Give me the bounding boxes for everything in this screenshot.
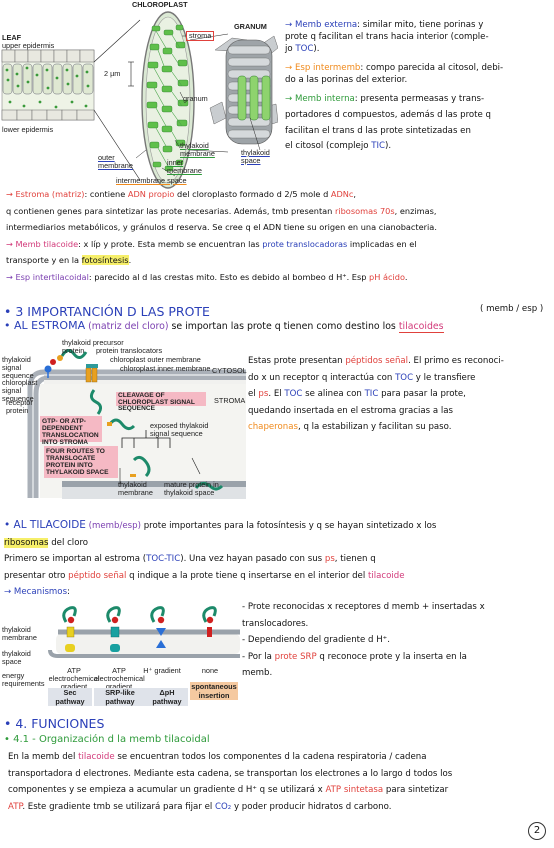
four-routes-label: FOUR ROUTES TO TRANSLOCATE PROTEIN INTO …: [46, 448, 109, 476]
notes-membranes: → Memb externa: similar mito, tiene pori…: [285, 20, 553, 153]
outer-membrane-label: outer membrane: [98, 153, 133, 170]
note-line: ribosomas del cloro: [4, 537, 89, 548]
note-line: do x un receptor q interactúa con TOC y …: [248, 372, 476, 383]
leaf-label: LEAF: [2, 33, 22, 42]
figure-chloroplast: CHLOROPLAST LEAF upper epidermis lower e…: [0, 0, 278, 190]
page-number: 2: [528, 822, 546, 840]
energy-p3: H⁺ gradient: [143, 666, 181, 675]
note-line: - Por la prote SRP q reconoce prote y la…: [242, 651, 467, 662]
stroma-label: STROMA: [214, 396, 246, 405]
note-line: En la memb del tilacoide se encuentran t…: [8, 752, 427, 762]
outer-membrane-label: chloroplast outer membrane: [110, 355, 201, 364]
energy-p1: ATP electrochemical gradient: [48, 666, 100, 691]
note-line: - Prote reconocidas x receptores d memb …: [242, 602, 485, 612]
protein-import-diagram: [27, 349, 246, 499]
figure-pathways: thylakoid membrane thylakoid space energ…: [0, 600, 240, 706]
gtp-label: GTP- OR ATP-DEPENDENT TRANSLOCATION INTO…: [42, 418, 99, 446]
note-line: intermediarios metabólicos, y gránulos d…: [6, 222, 437, 233]
note-line: quedando insertada en el estroma gracias…: [248, 405, 453, 416]
note-line: componentes y se empieza a acumular un g…: [8, 785, 449, 796]
note-line: → Esp intertilacoidal: parecido al d las…: [6, 271, 408, 282]
notes-stroma: → Estroma (matriz): contiene ADN propio …: [6, 189, 552, 284]
note-line: Estas prote presentan péptidos señal. El…: [248, 356, 504, 366]
thylakoid-space-label: thylakoid space: [241, 148, 270, 165]
subsection-estroma: • AL ESTROMA (matriz del cloro) se impor…: [4, 319, 444, 333]
chloroplast-diagram: [1, 11, 278, 189]
energy-requirements-label: energy requirements: [2, 671, 45, 688]
pathways-diagram: [48, 606, 240, 658]
note-line: → Memb externa: similar mito, tiene pori…: [285, 20, 484, 30]
stroma-label: stroma: [186, 31, 215, 41]
note-line: presentar otro péptido señal q indique a…: [4, 570, 405, 581]
note-line: q contienen genes para sintetizar las pr…: [6, 205, 437, 216]
thylakoid-space-label: thylakoid space: [2, 649, 31, 666]
mature-protein-label: mature protein in thylakoid space: [164, 480, 219, 497]
size-label: 2 µm: [104, 69, 121, 78]
subsection-tilacoide: • AL TILACOIDE (memb/esp) prote importan…: [4, 519, 552, 599]
pathway-sec: Sec pathway: [48, 688, 92, 706]
granum-title: GRANUM: [234, 22, 267, 31]
note-line: transportadora d electrones. Mediante es…: [8, 768, 453, 779]
note-line: jo TOC).: [285, 43, 320, 54]
precursor-label: thylakoid precursor protein: [62, 338, 124, 355]
note-line: translocadores.: [242, 618, 309, 629]
section-4-title: • 4. FUNCIONES: [4, 716, 105, 731]
lower-epidermis-label: lower epidermis: [2, 125, 54, 134]
note-line: ATP. Este gradiente tmb se utilizará par…: [8, 801, 392, 812]
upper-epidermis-label: upper epidermis: [2, 41, 55, 50]
section-4-1-title: • 4.1 - Organización d la memb tilacoida…: [4, 734, 210, 745]
note-line: el citosol (complejo TIC).: [285, 141, 392, 152]
notes-estroma-import: Estas prote presentan péptidos señal. El…: [248, 356, 552, 434]
note-line: chaperonas, q la estabilizan y facilitan…: [248, 422, 452, 433]
chloroplast-ellipse: [141, 11, 195, 189]
intermembrane-space-label: intermembrane space: [116, 176, 187, 185]
note-line: do a las porinas del exterior.: [285, 74, 408, 85]
note-line: - Dependiendo del gradiente d H⁺.: [242, 635, 390, 646]
note-line: memb.: [242, 668, 273, 679]
cleavage-label: CLEAVAGE OF CHLOROPLAST SIGNAL SEQUENCE: [118, 392, 195, 413]
note-line: Primero se importan al estroma (TOC-TIC)…: [4, 554, 376, 565]
thylakoid-membrane-label: thylakoid membrane: [2, 625, 37, 642]
note-line: → Estroma (matriz): contiene ADN propio …: [6, 189, 357, 199]
leaf-section: [1, 19, 141, 181]
pathway-srp: SRP-like pathway: [94, 688, 146, 706]
pathway-dph: ΔpH pathway: [146, 688, 188, 706]
energy-p2: ATP electrochemical gradient: [94, 666, 145, 691]
notes-funciones: En la memb del tilacoide se encuentran t…: [8, 752, 552, 813]
notes-mechanisms: - Prote reconocidas x receptores d memb …: [242, 602, 554, 680]
translocators-label: protein translocators: [96, 346, 163, 355]
note-line: → Memb interna: presenta permeasas y tra…: [285, 94, 485, 105]
section-3-side-note: ( memb / esp ): [480, 304, 544, 314]
thylakoid-membrane-label: thylakoid membrane: [180, 141, 215, 158]
note-line: transporte y en la fotosíntesis.: [6, 255, 132, 266]
cytosol-label: CYTOSOL: [212, 366, 247, 375]
note-line: • AL TILACOIDE (memb/esp) prote importan…: [4, 519, 437, 531]
inner-membrane-label: inner membrane: [167, 158, 202, 175]
note-line: el ps. El TOC se alinea con TIC para pas…: [248, 389, 466, 400]
tss-label: thylakoid signal sequence: [2, 355, 34, 380]
exposed-label: exposed thylakoid signal sequence: [150, 421, 209, 438]
energy-p4: none: [201, 666, 219, 675]
pathway-spontaneous: spontaneous insertion: [190, 682, 238, 700]
figure-protein-import: thylakoid precursor protein protein tran…: [0, 338, 247, 500]
receptor-label: receptor protein: [6, 398, 33, 415]
granum-3d: [189, 33, 278, 153]
chloroplast-title: CHLOROPLAST: [132, 0, 188, 9]
inner-membrane-label: chloroplast inner membrane: [120, 364, 211, 373]
note-line: facilitan el trans d las prote sintetiza…: [285, 125, 471, 136]
section-3-title: • 3 IMPORTANCIÓN D LAS PROTE: [4, 304, 210, 319]
css-label: chloroplast signal sequence: [2, 378, 38, 403]
note-line: prote q facilitan el trans hacia interio…: [285, 32, 489, 42]
note-line: → Memb tilacoide: x líp y prote. Esta me…: [6, 238, 417, 249]
granum-label: granum: [183, 94, 208, 103]
note-line: portadores d compuestos, además d las pr…: [285, 109, 492, 120]
thylakoid-membrane-label: thylakoid membrane: [118, 480, 153, 497]
note-line: → Esp intermemb: compo parecida al citos…: [285, 63, 504, 74]
note-line: → Mecanismos:: [4, 587, 70, 598]
